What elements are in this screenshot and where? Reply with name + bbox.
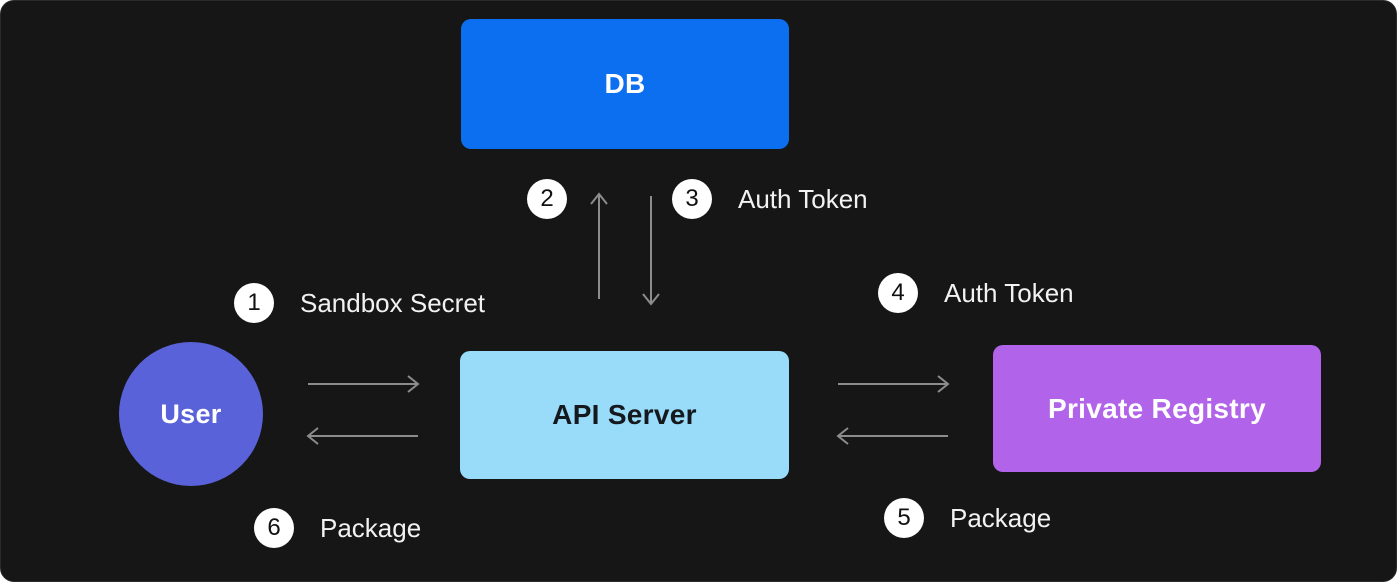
- arrow-api-to-registry-right: [838, 375, 950, 393]
- step-4-label: Auth Token: [944, 277, 1074, 308]
- node-private-registry-label: Private Registry: [1047, 392, 1266, 424]
- step-4-auth-token: 4 Auth Token: [878, 273, 1074, 313]
- step-4-number-badge: 4: [878, 273, 918, 313]
- arrow-user-to-api-right: [308, 375, 420, 393]
- node-db: DB: [461, 19, 789, 149]
- step-3-label: Auth Token: [738, 183, 868, 214]
- step-3-number-badge: 3: [672, 179, 712, 219]
- step-6-package: 6 Package: [254, 508, 421, 548]
- step-3-auth-token: 3 Auth Token: [672, 179, 868, 219]
- step-5-number-badge: 5: [884, 498, 924, 538]
- node-user: User: [119, 342, 263, 486]
- step-5-package: 5 Package: [884, 498, 1051, 538]
- arrow-registry-to-api-left: [836, 427, 948, 445]
- node-user-label: User: [160, 398, 222, 429]
- arrow-api-to-db-up: [590, 192, 608, 299]
- step-6-label: Package: [320, 512, 422, 543]
- node-api-server: API Server: [460, 351, 789, 479]
- arrow-api-to-user-left: [306, 427, 418, 445]
- step-1-label: Sandbox Secret: [300, 287, 486, 318]
- node-private-registry: Private Registry: [993, 345, 1321, 472]
- step-6-number-badge: 6: [254, 508, 294, 548]
- node-db-label: DB: [604, 68, 646, 99]
- step-1-number-badge: 1: [234, 283, 274, 323]
- step-1-sandbox-secret: 1 Sandbox Secret: [234, 283, 485, 323]
- step-2: 2: [527, 179, 567, 219]
- step-2-number-badge: 2: [527, 179, 567, 219]
- step-5-label: Package: [950, 502, 1052, 533]
- node-api-server-label: API Server: [552, 399, 697, 430]
- arrow-db-to-api-down: [642, 196, 660, 306]
